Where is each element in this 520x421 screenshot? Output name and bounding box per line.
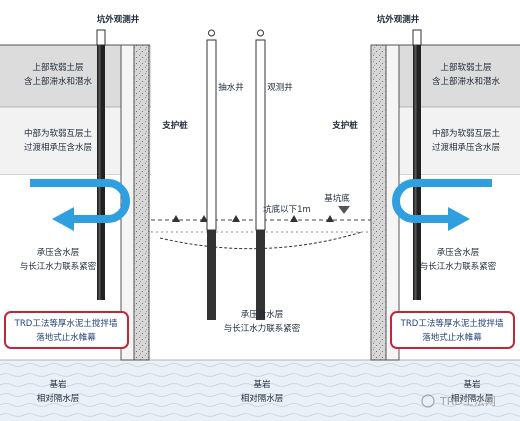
right-observation-well-core — [414, 45, 417, 300]
center-bedrock-label: 相对隔水层 — [241, 393, 284, 404]
right-support-pile — [370, 44, 387, 361]
right-observation-well-head — [412, 29, 422, 46]
left-aquifer-label: 与长江水力联系紧密 — [20, 261, 97, 272]
right-middle-layer-label: 过渡相承压含水层 — [432, 142, 500, 153]
right-upper-layer-label: 上部软弱土层 — [440, 62, 491, 73]
left-observation-well-core — [98, 45, 101, 300]
center-bedrock-label: 基岩 — [253, 379, 271, 390]
watermark: TRD工法网 — [421, 394, 496, 408]
right-bedrock-label: 基岩 — [463, 379, 481, 390]
left-middle-layer-label: 过渡相承压含水层 — [24, 142, 92, 153]
water-level-marker — [290, 215, 298, 222]
water-level-marker — [326, 215, 334, 222]
right-bedrock-label: 相对隔水层 — [451, 393, 494, 404]
right-upper-layer-label: 含上部滞水和潜水 — [432, 76, 501, 87]
right-aquifer-label: 与长江水力联系紧密 — [420, 261, 497, 272]
left-well-title: 坑外观测井 — [97, 14, 140, 25]
pumping-well-screen — [207, 230, 216, 320]
left-observation-well — [97, 45, 105, 300]
left-upper-layer-label: 上部软弱土层 — [32, 62, 83, 73]
left-support-pile-label: 支护桩 — [161, 120, 188, 131]
pit-bottom-marker — [338, 206, 350, 214]
observation-well-gauge-icon — [257, 29, 264, 37]
pumping-well-pump-icon — [208, 29, 215, 37]
right-observation-well — [413, 45, 421, 300]
right-flow-arrow — [392, 179, 492, 223]
center-aquifer-label: 与长江水力联系紧密 — [224, 323, 301, 334]
observation-well-label: 观测井 — [267, 82, 293, 93]
right-trd-label: TRD工法等厚水泥土搅拌墙 — [400, 318, 504, 329]
left-aquifer-label: 承压含水层 — [37, 247, 80, 258]
left-support-pile — [133, 44, 150, 361]
inner-observation-well-screen — [256, 230, 265, 320]
water-level-marker — [232, 215, 240, 222]
inner-observation-well-casing — [255, 39, 266, 231]
left-upper-layer-label: 含上部滞水和潜水 — [24, 76, 93, 87]
center-aquifer-label: 承压含水层 — [241, 309, 284, 320]
right-support-pile-label: 支护桩 — [331, 120, 358, 131]
pit-bottom-label: 基坑底 — [324, 193, 350, 204]
right-well-title: 坑外观测井 — [377, 14, 420, 25]
left-observation-well-head — [96, 29, 106, 46]
left-bedrock-label: 基岩 — [49, 379, 67, 390]
left-trd-label: 落地式止水帷幕 — [36, 332, 96, 343]
pumping-well-casing — [206, 39, 217, 231]
right-flow-arrowhead — [448, 207, 470, 231]
water-level-marker — [200, 215, 208, 222]
left-bedrock-label: 相对隔水层 — [37, 393, 80, 404]
right-trd-callout — [390, 311, 515, 349]
left-trd-callout — [4, 311, 129, 349]
left-trd-label: TRD工法等厚水泥土搅拌墙 — [14, 318, 118, 329]
bedrock-layer — [0, 360, 520, 421]
watermark-text: TRD工法网 — [439, 394, 496, 408]
water-level-marker — [172, 215, 180, 222]
right-middle-layer-label: 中部为软弱互层土 — [432, 128, 501, 139]
pumping-well-label: 抽水井 — [218, 82, 244, 93]
left-flow-arrowhead — [52, 207, 74, 231]
left-flow-arrow — [30, 179, 130, 223]
watermark-icon — [421, 394, 435, 408]
right-aquifer-label: 承压含水层 — [437, 247, 480, 258]
right-trd-label: 落地式止水帷幕 — [422, 332, 482, 343]
below-pit-bottom-label: 坑底以下1m — [263, 204, 311, 215]
left-middle-layer-label: 中部为软弱互层土 — [24, 128, 93, 139]
